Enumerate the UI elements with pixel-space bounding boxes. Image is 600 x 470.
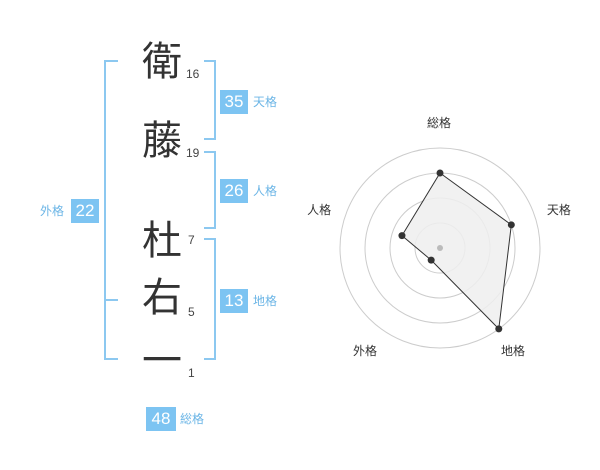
gaikaku-score: 22 (71, 199, 99, 223)
radar-axis-label-3: 地格 (501, 343, 526, 358)
radar-chart (339, 147, 541, 349)
chikaku-label: 地格 (253, 294, 278, 308)
radar-axis-label-4: 外格 (352, 343, 377, 358)
stroke-count-1: 16 (186, 67, 200, 81)
name-char-5: 一 (142, 338, 182, 384)
tenkaku-label: 天格 (253, 95, 278, 109)
gaikaku-label: 外格 (40, 204, 65, 218)
radar-center-dot (437, 245, 443, 251)
soukaku-score: 48 (146, 407, 176, 431)
radar-axis-label-2: 天格 (546, 203, 571, 218)
stroke-count-3: 7 (188, 233, 195, 247)
radar-point-2 (507, 221, 515, 229)
radar-point-1 (436, 169, 444, 177)
radar-point-4 (427, 256, 435, 264)
jinkaku-score: 26 (220, 179, 248, 203)
radar-axis-label-1: 総格 (427, 116, 452, 130)
stroke-count-4: 5 (188, 305, 195, 319)
stroke-count-2: 19 (186, 146, 200, 160)
radar-axis-label-5: 人格 (307, 203, 332, 218)
radar-series-polygon (401, 172, 512, 330)
radar-point-3 (495, 325, 503, 333)
soukaku-label: 総格 (180, 412, 205, 426)
name-char-2: 藤 (142, 118, 182, 164)
name-char-1: 衛 (142, 39, 182, 85)
name-char-3: 杜 (142, 218, 182, 264)
radar-ring-4 (339, 147, 541, 349)
radar-point-5 (398, 232, 406, 240)
tenkaku-score: 35 (220, 90, 248, 114)
jinkaku-label: 人格 (253, 184, 278, 198)
chikaku-score: 13 (220, 289, 248, 313)
stroke-count-5: 1 (188, 366, 195, 380)
name-char-4: 右 (142, 275, 182, 321)
